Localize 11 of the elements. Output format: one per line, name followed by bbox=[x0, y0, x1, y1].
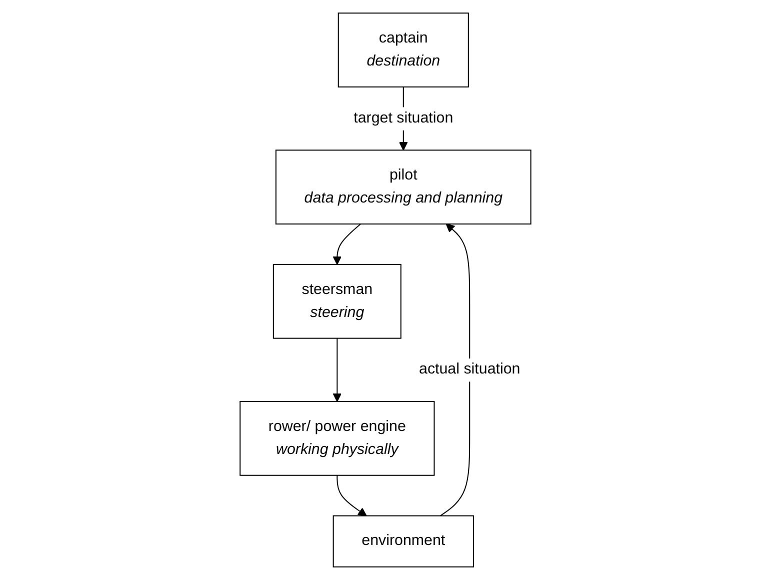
node-box: environment bbox=[332, 515, 474, 568]
node-box: pilot data processing and planning bbox=[274, 150, 531, 224]
arrow bbox=[440, 224, 470, 516]
edge-label: actual situation bbox=[418, 360, 520, 378]
arrow bbox=[332, 338, 342, 402]
arrow bbox=[336, 475, 366, 516]
edge-label: target situation bbox=[353, 109, 453, 126]
arrow bbox=[332, 224, 360, 265]
node-box: captain destination bbox=[337, 12, 468, 88]
node-box: steersman steering bbox=[272, 264, 401, 339]
node-box: rower/ power engine working physically bbox=[239, 401, 434, 476]
